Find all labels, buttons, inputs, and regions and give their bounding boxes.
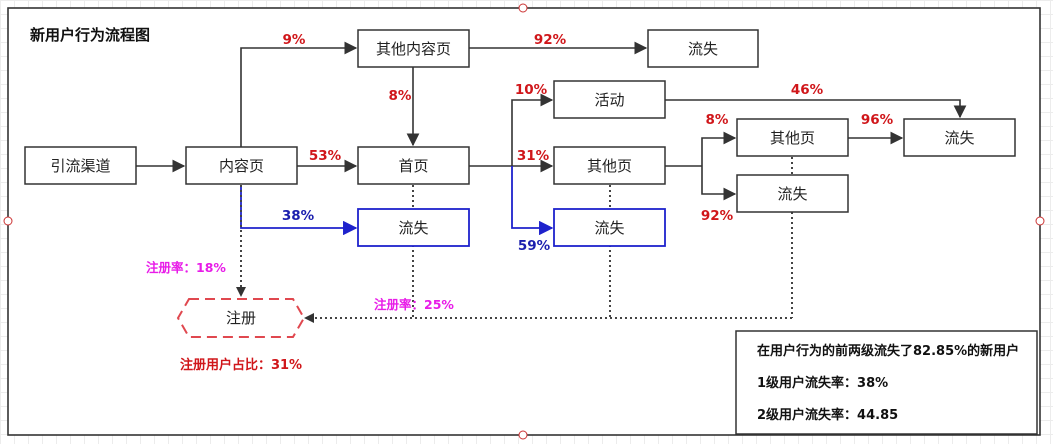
pct-content-to-churn: 38% bbox=[282, 208, 315, 224]
node-churn-top[interactable]: 流失 bbox=[647, 29, 759, 68]
register-rate-home: 注册率：25% bbox=[374, 297, 454, 312]
pct-other-content-to-home: 8% bbox=[389, 88, 412, 104]
node-register[interactable]: 注册 bbox=[176, 298, 306, 338]
node-content-page[interactable]: 内容页 bbox=[185, 146, 298, 185]
node-other-content-page[interactable]: 其他内容页 bbox=[357, 29, 470, 68]
edge-activity-to-churn bbox=[665, 99, 967, 119]
pct-other-content-to-churn: 92% bbox=[534, 32, 567, 48]
node-activity-label: 活动 bbox=[594, 91, 624, 109]
node-source[interactable]: 引流渠道 bbox=[24, 146, 137, 185]
node-other-page-2[interactable]: 其他页 bbox=[736, 118, 849, 157]
node-churn-right[interactable]: 流失 bbox=[903, 118, 1016, 157]
node-churn-home[interactable]: 流失 bbox=[357, 208, 470, 247]
node-other-page[interactable]: 其他页 bbox=[553, 146, 666, 185]
pct-home-to-activity: 10% bbox=[515, 82, 548, 98]
pct-content-to-other-content: 9% bbox=[283, 32, 306, 48]
bottom-resize-handle[interactable] bbox=[518, 430, 528, 440]
node-home-label: 首页 bbox=[398, 157, 428, 175]
top-resize-handle[interactable] bbox=[518, 3, 528, 13]
summary-line-2: 1级用户流失率：38% bbox=[757, 375, 888, 391]
node-churn-other[interactable]: 流失 bbox=[553, 208, 666, 247]
node-other-page-2-label: 其他页 bbox=[770, 129, 815, 147]
node-register-label: 注册 bbox=[226, 309, 256, 327]
pct-activity-to-churn: 46% bbox=[791, 82, 824, 98]
node-activity[interactable]: 活动 bbox=[553, 80, 666, 119]
pct-other-page-to-other-page-2: 8% bbox=[706, 112, 729, 128]
pct-home-to-churn: 59% bbox=[518, 238, 551, 254]
register-user-share: 注册用户占比：31% bbox=[180, 357, 302, 373]
edge-content-to-other-content bbox=[240, 41, 358, 148]
node-churn-lower-label: 流失 bbox=[777, 185, 807, 203]
summary-box: 在用户行为的前两级流失了82.85%的新用户 1级用户流失率：38% 2级用户流… bbox=[735, 330, 1038, 435]
node-content-page-label: 内容页 bbox=[219, 157, 264, 175]
edge-other-page-to-churn-lower bbox=[701, 166, 737, 201]
register-rate-content: 注册率：18% bbox=[146, 260, 226, 275]
edge-home-to-churn bbox=[511, 166, 554, 236]
node-churn-top-label: 流失 bbox=[688, 40, 718, 58]
node-source-label: 引流渠道 bbox=[50, 157, 110, 175]
node-churn-other-label: 流失 bbox=[594, 219, 624, 237]
node-other-page-label: 其他页 bbox=[587, 157, 632, 175]
pct-other-page-to-churn-lower: 92% bbox=[701, 208, 734, 224]
right-resize-handle[interactable] bbox=[1035, 216, 1045, 226]
diagram-title: 新用户行为流程图 bbox=[30, 26, 150, 44]
pct-other-page-2-to-churn: 96% bbox=[861, 112, 894, 128]
edge-content-to-churn bbox=[240, 185, 358, 236]
node-churn-right-label: 流失 bbox=[944, 129, 974, 147]
register-arrowhead-top bbox=[236, 287, 246, 297]
left-resize-handle[interactable] bbox=[3, 216, 13, 226]
pct-content-to-home: 53% bbox=[309, 148, 342, 164]
node-churn-lower[interactable]: 流失 bbox=[736, 174, 849, 213]
node-home[interactable]: 首页 bbox=[357, 146, 470, 185]
register-arrowhead-right bbox=[304, 313, 314, 323]
edge-other-page-to-other-page-2 bbox=[701, 131, 737, 166]
edge-home-to-activity bbox=[511, 93, 554, 166]
node-churn-home-label: 流失 bbox=[398, 219, 428, 237]
node-other-content-page-label: 其他内容页 bbox=[376, 40, 451, 58]
pct-home-to-other-page: 31% bbox=[517, 148, 550, 164]
summary-line-3: 2级用户流失率：44.85 bbox=[757, 407, 898, 423]
summary-line-1: 在用户行为的前两级流失了82.85%的新用户 bbox=[757, 343, 1019, 359]
